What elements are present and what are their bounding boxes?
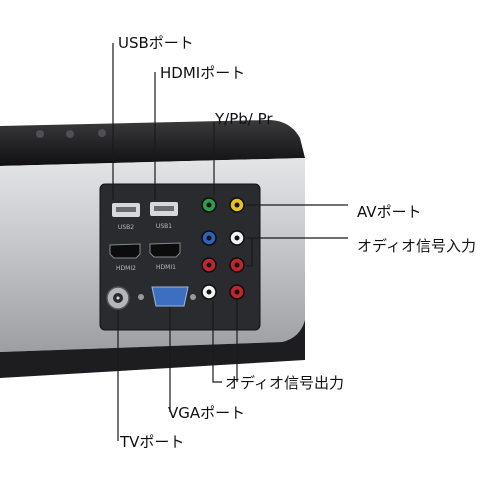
audio-out-callout-line [212, 300, 222, 383]
hdmi-ports: HDMI2 HDMI1 [109, 242, 181, 272]
top-button-2 [66, 130, 74, 138]
hdmi2-label: HDMI2 [116, 265, 136, 272]
top-button-1 [36, 130, 44, 138]
hdmi1-label: HDMI1 [156, 264, 176, 271]
component-label: Y/Pb/ Pr [215, 110, 273, 128]
av-port-label: AVポート [357, 203, 422, 221]
audio-in-callout-branch [246, 238, 253, 267]
hdmi-port-2 [109, 243, 141, 259]
usb-ports: USB2 USB1 [112, 202, 178, 231]
vga-port-label: VGAポート [168, 404, 246, 422]
rca-jacks [201, 197, 245, 300]
audio-in-label: オディオ信号入力 [357, 237, 476, 255]
audio-out-label: オディオ信号出力 [225, 374, 344, 392]
usb-port-label: USBポート [118, 34, 194, 52]
usb2-label: USB2 [118, 224, 134, 231]
top-button-3 [98, 129, 106, 137]
tv-port [106, 286, 130, 310]
hdmi-port-1 [149, 242, 181, 258]
connector-panel [99, 183, 261, 331]
projector-top-shell [0, 120, 305, 166]
tv-port-label: TVポート [120, 433, 185, 451]
projector-base [0, 320, 305, 378]
hdmi-port-label: HDMIポート [160, 64, 246, 82]
callout-lines [112, 43, 348, 441]
vga-port [138, 286, 196, 307]
usb1-label: USB1 [156, 223, 172, 230]
